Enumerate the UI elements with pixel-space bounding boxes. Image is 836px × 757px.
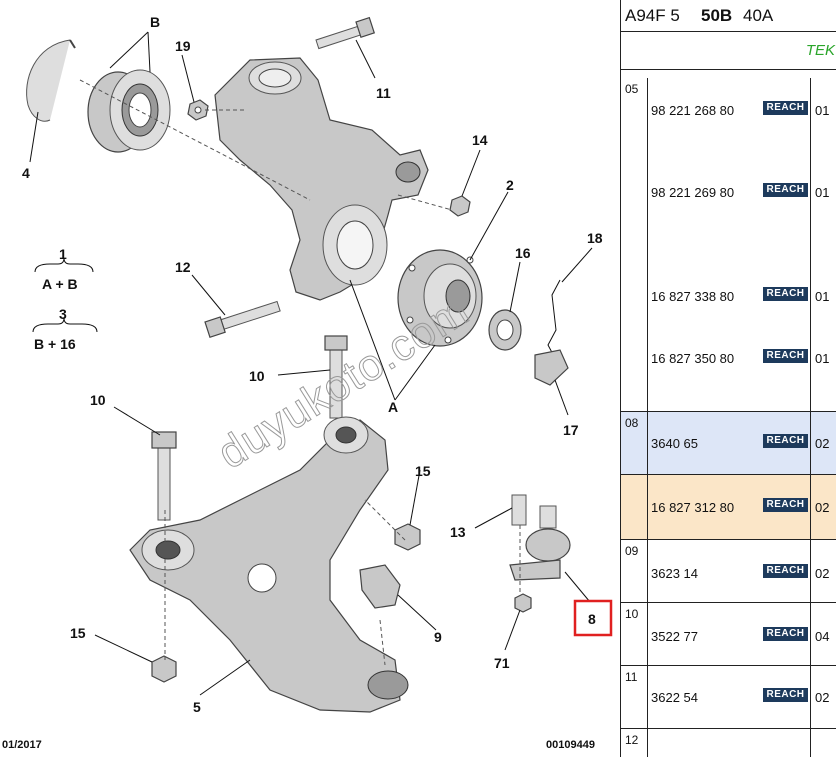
reach-badge: REACH bbox=[763, 498, 808, 512]
parts-row-group-11: 11 3622 54 REACH 02 bbox=[621, 666, 836, 729]
callout-10-lower: 10 bbox=[90, 392, 106, 408]
tek-label: TEK bbox=[805, 42, 835, 59]
quantity: 02 bbox=[815, 500, 830, 515]
assembly-legend: 1 A + B 3 B + 16 bbox=[32, 246, 98, 352]
callout-9: 9 bbox=[434, 629, 442, 645]
group-number: 11 bbox=[625, 670, 638, 684]
bracket-9-part bbox=[359, 564, 401, 609]
ball-joint-part bbox=[509, 494, 571, 613]
parts-row-group-09: 09 3623 14 REACH 02 bbox=[621, 540, 836, 603]
callout-15-upper: 15 bbox=[415, 463, 431, 479]
quantity: 04 bbox=[815, 629, 830, 644]
nut-15-upper-part bbox=[394, 523, 421, 551]
lower-control-arm-part bbox=[129, 416, 409, 713]
diagram-date: 01/2017 bbox=[2, 739, 42, 751]
callout-8-highlight-box bbox=[573, 599, 613, 637]
reach-badge: REACH bbox=[763, 627, 808, 641]
part-number[interactable]: 3522 77 bbox=[651, 629, 698, 644]
parts-row-selected: 16 827 312 80 REACH 02 bbox=[621, 475, 836, 540]
part-number[interactable]: 16 827 338 80 bbox=[651, 289, 735, 304]
wheel-bearing-part bbox=[87, 69, 171, 153]
parts-row-group-05: 05 98 221 268 80 REACH 01 98 221 269 80 … bbox=[621, 78, 836, 412]
reach-badge: REACH bbox=[763, 287, 808, 301]
reach-badge: REACH bbox=[763, 101, 808, 115]
callout-8: 8 bbox=[588, 611, 596, 627]
callout-14: 14 bbox=[472, 132, 488, 148]
panel-subheader: TEK bbox=[621, 32, 836, 70]
group-number: 09 bbox=[625, 544, 639, 558]
model-code-header: A94F 5 50B 40A bbox=[621, 0, 836, 32]
callout-11: 11 bbox=[376, 85, 391, 101]
exploded-parts-diagram: duyukoto.com B 19 11 4 14 2 16 18 12 10 … bbox=[2, 14, 613, 751]
group-number: 05 bbox=[625, 82, 639, 96]
bolt-11-part bbox=[315, 16, 376, 50]
reach-badge: REACH bbox=[763, 183, 808, 197]
part-number[interactable]: 3623 14 bbox=[651, 566, 698, 581]
group-number: 12 bbox=[625, 733, 639, 747]
nut-15-lower-part bbox=[151, 655, 177, 683]
callout-5: 5 bbox=[193, 699, 201, 715]
reach-badge: REACH bbox=[763, 349, 808, 363]
parts-list-panel: A94F 5 50B 40A TEK 05 98 221 268 80 REAC… bbox=[620, 0, 836, 757]
steering-knuckle-part bbox=[214, 57, 429, 301]
quantity: 02 bbox=[815, 436, 830, 451]
callout-b: B bbox=[150, 14, 160, 30]
callout-4: 4 bbox=[22, 165, 30, 181]
callout-71: 71 bbox=[494, 655, 510, 671]
parts-row-group-10: 10 3522 77 REACH 04 bbox=[621, 603, 836, 666]
bolt-10-upper-part bbox=[324, 335, 348, 419]
group-number: 08 bbox=[625, 416, 639, 430]
bolt-10-lower-part bbox=[151, 431, 177, 521]
callout-19: 19 bbox=[175, 38, 191, 54]
sensor-bracket-part bbox=[534, 279, 569, 386]
model-code-part-3: 40A bbox=[743, 6, 774, 25]
callout-a: A bbox=[388, 399, 398, 415]
part-number[interactable]: 16 827 312 80 bbox=[651, 500, 735, 515]
diagram-reference: 00109449 bbox=[546, 739, 595, 751]
part-number[interactable]: 16 827 350 80 bbox=[651, 351, 735, 366]
quantity: 01 bbox=[815, 185, 830, 200]
legend-item-1-definition: A + B bbox=[42, 276, 78, 292]
quantity: 01 bbox=[815, 351, 830, 366]
reach-badge: REACH bbox=[763, 434, 808, 448]
legend-item-3-number: 3 bbox=[59, 306, 67, 322]
quantity: 01 bbox=[815, 103, 830, 118]
part-number[interactable]: 98 221 269 80 bbox=[651, 185, 735, 200]
callout-16: 16 bbox=[515, 245, 531, 261]
wheel-hub-part bbox=[397, 249, 483, 347]
reach-badge: REACH bbox=[763, 564, 808, 578]
callout-18: 18 bbox=[587, 230, 603, 246]
part-number[interactable]: 98 221 268 80 bbox=[651, 103, 735, 118]
bolt-14-part bbox=[449, 195, 471, 217]
model-code-part-2: 50B bbox=[701, 6, 733, 25]
part-number[interactable]: 3622 54 bbox=[651, 690, 698, 705]
model-code-part-1: A94F 5 bbox=[625, 6, 680, 25]
group-number: 10 bbox=[625, 607, 639, 621]
reach-badge: REACH bbox=[763, 688, 808, 702]
parts-row-group-12: 12 bbox=[621, 729, 836, 757]
callout-17: 17 bbox=[563, 422, 579, 438]
quantity: 02 bbox=[815, 690, 830, 705]
legend-item-1-number: 1 bbox=[59, 246, 67, 262]
quantity: 02 bbox=[815, 566, 830, 581]
callout-13: 13 bbox=[450, 524, 466, 540]
callout-2: 2 bbox=[506, 177, 514, 193]
bolt-12-part bbox=[204, 300, 281, 338]
part-number[interactable]: 3640 65 bbox=[651, 436, 698, 451]
parts-row-group-08: 08 3640 65 REACH 02 bbox=[621, 412, 836, 475]
quantity: 01 bbox=[815, 289, 830, 304]
callout-12: 12 bbox=[175, 259, 191, 275]
circlip-part bbox=[26, 39, 76, 122]
callout-10-upper: 10 bbox=[249, 368, 265, 384]
hub-nut-16-part bbox=[488, 309, 522, 351]
nut-19-part bbox=[187, 99, 209, 121]
legend-item-3-definition: B + 16 bbox=[34, 336, 76, 352]
callout-15-lower: 15 bbox=[70, 625, 86, 641]
